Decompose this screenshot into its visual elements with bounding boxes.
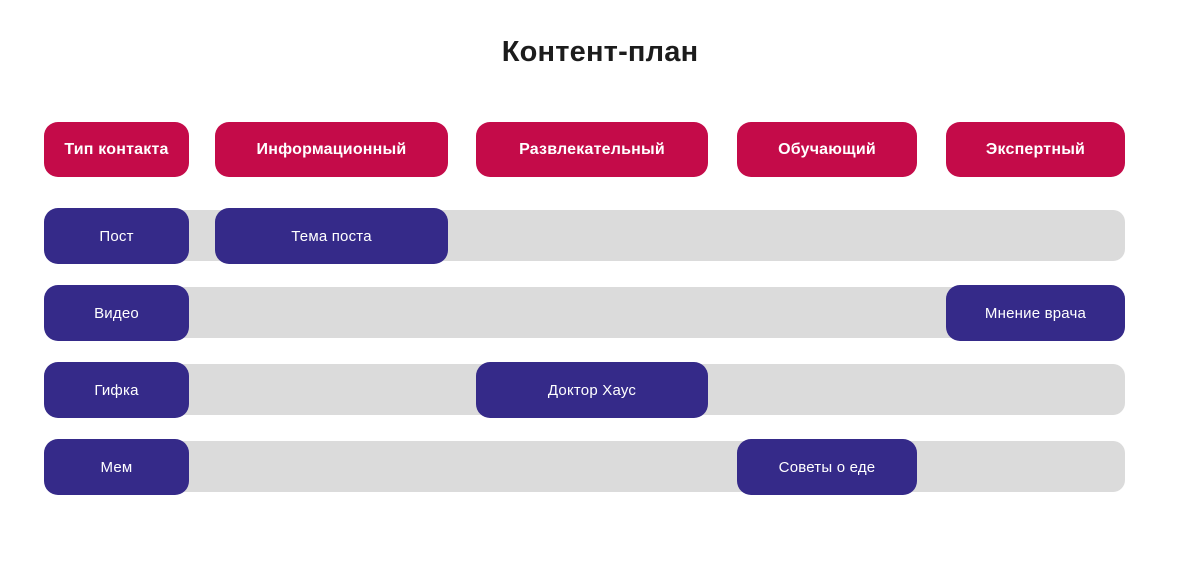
row-label-pill: Видео xyxy=(44,285,189,341)
row-cell-pill: Мнение врача xyxy=(946,285,1125,341)
row-video: Видео Мнение врача xyxy=(0,285,1200,341)
row-cell-pill: Тема поста xyxy=(215,208,448,264)
header-column-pill-entertaining: Развлекательный xyxy=(476,122,708,177)
row-gif: Гифка Доктор Хаус xyxy=(0,362,1200,418)
row-post: Пост Тема поста xyxy=(0,208,1200,264)
header-row: Тип контакта Информационный Развлекатель… xyxy=(0,122,1200,177)
row-track xyxy=(170,441,1125,492)
row-meme: Мем Советы о еде xyxy=(0,439,1200,495)
row-label-pill: Мем xyxy=(44,439,189,495)
page-title: Контент-план xyxy=(501,36,699,68)
row-label-pill: Гифка xyxy=(44,362,189,418)
header-column-pill-expert: Экспертный xyxy=(946,122,1125,177)
row-label-pill: Пост xyxy=(44,208,189,264)
header-row-label-pill: Тип контакта xyxy=(44,122,189,177)
row-cell-pill: Советы о еде xyxy=(737,439,917,495)
header-column-pill-educational: Обучающий xyxy=(737,122,917,177)
header-column-pill-informational: Информационный xyxy=(215,122,448,177)
row-cell-pill: Доктор Хаус xyxy=(476,362,708,418)
